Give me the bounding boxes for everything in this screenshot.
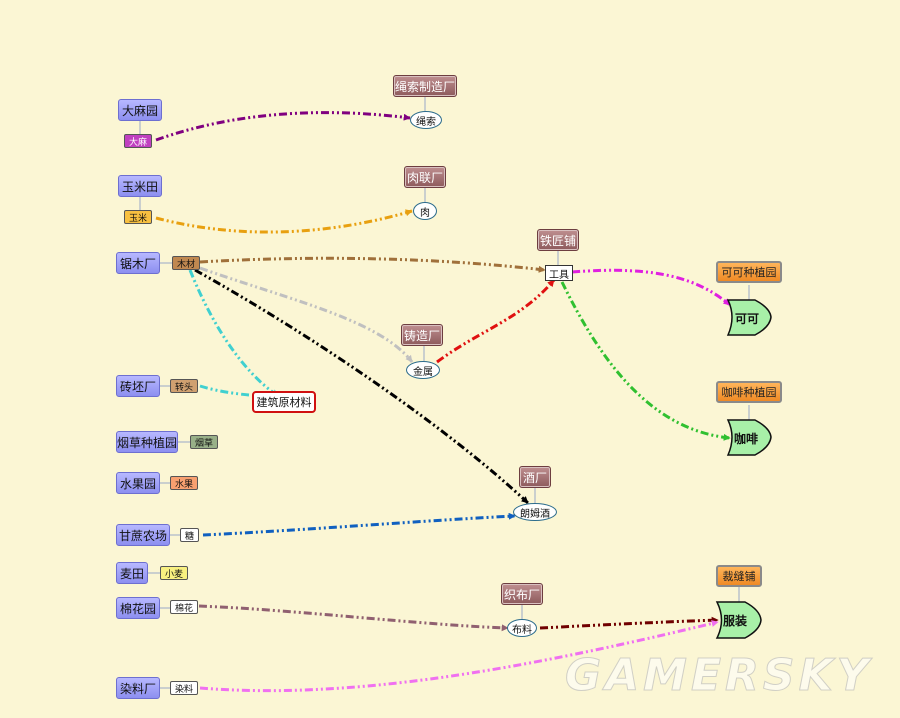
- factory-blacksmith: 铁匠铺: [537, 229, 579, 251]
- cocoa-gate: [726, 299, 772, 336]
- factory-weaving-mill: 织布厂: [501, 583, 543, 605]
- source-sugarcane-farm: 甘蔗农场: [116, 524, 170, 546]
- plantation-cocoa: 可可种植园: [716, 261, 782, 283]
- flow-tools-to-coffee: [560, 281, 731, 441]
- flow-corn-to-meat: [155, 209, 413, 234]
- resource-hemp: 大麻: [124, 134, 153, 148]
- product-coffee: 咖啡: [734, 432, 759, 446]
- factory-foundry: 铸造厂: [401, 324, 443, 346]
- resource-cotton: 棉花: [170, 600, 199, 614]
- flow-hemp-to-rope: [155, 111, 411, 142]
- flow-wood-to-metal: [199, 266, 414, 363]
- flow-sugar-to-rum: [202, 512, 516, 537]
- product-tools: 工具: [545, 265, 573, 281]
- product-rum: 朗姆酒: [513, 503, 557, 521]
- flow-cloth-to-clothing: [539, 616, 719, 630]
- product-meat: 肉: [413, 202, 437, 220]
- resource-wheat: 小麦: [160, 566, 189, 580]
- clothing-gate: [715, 601, 762, 639]
- factory-rope: 绳索制造厂: [393, 75, 457, 97]
- coffee-gate: [726, 419, 772, 456]
- resource-fruit: 水果: [170, 476, 199, 490]
- product-clothing: 服装: [723, 614, 748, 628]
- source-resource-connectors: [139, 97, 750, 689]
- resource-wood: 木材: [172, 256, 201, 270]
- resource-brick: 转头: [170, 379, 199, 393]
- source-corn-field: 玉米田: [118, 175, 162, 197]
- resource-dye: 染料: [170, 681, 199, 695]
- product-cocoa: 可可: [735, 312, 760, 326]
- source-sawmill: 锯木厂: [116, 252, 160, 274]
- source-dye-works: 染料厂: [116, 677, 160, 699]
- factory-meat: 肉联厂: [404, 166, 446, 188]
- source-hemp-garden: 大麻园: [118, 99, 162, 121]
- flow-wood-to-tools: [199, 256, 546, 273]
- source-tobacco-plantation: 烟草种植园: [116, 431, 178, 453]
- flow-tools-to-cocoa: [571, 268, 731, 307]
- flow-dye-to-clothing: [199, 620, 719, 693]
- source-brickyard: 砖坯厂: [116, 375, 160, 397]
- flow-wood-to-rum: [194, 268, 530, 505]
- product-cloth: 布料: [507, 619, 537, 637]
- factory-distillery: 酒厂: [519, 466, 551, 488]
- resource-sugar: 糖: [180, 528, 200, 542]
- product-metal: 金属: [406, 361, 440, 379]
- product-building-materials: 建筑原材料: [252, 391, 316, 413]
- source-cotton-garden: 棉花园: [116, 597, 160, 619]
- product-rope: 绳索: [410, 111, 442, 129]
- source-wheat-field: 麦田: [116, 562, 148, 584]
- watermark: GAMERSKY: [565, 650, 873, 702]
- resource-corn: 玉米: [124, 210, 153, 224]
- plantation-coffee: 咖啡种植园: [716, 381, 782, 403]
- source-orchard: 水果园: [116, 472, 160, 494]
- resource-tobacco: 烟草: [190, 435, 219, 449]
- flow-cotton-to-cloth: [198, 604, 509, 632]
- flow-metal-to-tools: [436, 279, 556, 364]
- plantation-tailor: 裁缝铺: [716, 565, 762, 587]
